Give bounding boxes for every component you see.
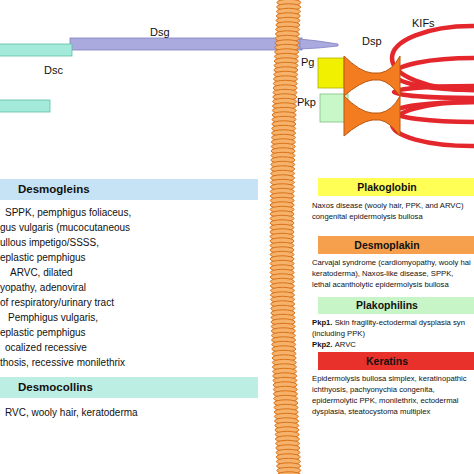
disease-entry: yopathy, adenoviral — [0, 280, 258, 295]
disease-text: congenital epidermolysis bullosa — [312, 212, 423, 221]
disease-text: Pemphigus vulgaris, — [8, 312, 98, 323]
desmoplakin-dimers — [344, 56, 400, 136]
desmoplakin-shape — [344, 96, 400, 136]
panel-body: Naxos disease (wooly hair, PPK, and ARVC… — [312, 200, 473, 222]
plakoglobin-block — [318, 58, 344, 88]
disease-text: ARVC — [335, 340, 356, 349]
disease-entry: thosis, recessive monilethrix — [0, 355, 258, 370]
disease-entry: gus vulgaris (mucocutaneous — [0, 220, 258, 235]
header-band: Desmoplakin — [318, 236, 474, 254]
disease-text: eplastic pemphigus — [0, 327, 86, 338]
part-label: Dsp — [362, 35, 382, 47]
part-label: Pkp — [297, 96, 316, 108]
disease-panel: DesmogleinsSPPK, pemphigus foliaceus, gus… — [0, 179, 258, 371]
disease-text: Naxos disease (wooly hair, PPK, and ARVC… — [312, 201, 464, 210]
panel-heading: Desmogleins — [18, 179, 90, 200]
disease-text: RVC, wooly hair, keratoderma — [5, 407, 138, 418]
panel-body: Carvajal syndrome (cardiomyopathy, wooly… — [312, 257, 473, 290]
part-label: Dsg — [150, 26, 170, 38]
panel-heading: Keratins — [318, 352, 456, 370]
disease-entry: Pkp1.Skin fragility-ectodermal dysplasia… — [312, 317, 473, 339]
header-band: Desmocollins — [0, 377, 258, 398]
cell-membrane — [270, 0, 301, 474]
disease-text: ARVC, dilated — [10, 267, 73, 278]
disease-panel: DesmocollinsRVC, wooly hair, keratoderma — [0, 377, 258, 419]
disease-entry: Pemphigus vulgaris, — [8, 310, 258, 325]
disease-text: ullous impetigo/SSSS, — [0, 237, 99, 248]
desmocollin-bar — [0, 44, 72, 56]
disease-text: Epidermolysis bullosa simplex, keratinop… — [312, 374, 467, 416]
disease-text: of respiratory/urinary tract — [0, 297, 114, 308]
desmocollin-bar — [0, 100, 50, 112]
part-label: Dsc — [44, 64, 63, 76]
disease-entry: Pkp2.ARVC — [312, 339, 473, 350]
desmoglein-bar — [70, 38, 302, 50]
disease-panel: PlakoglobinNaxos disease (wooly hair, PP… — [318, 178, 474, 222]
disease-text: eplastic pemphigus — [0, 252, 86, 263]
panel-heading: Plakophilins — [318, 297, 456, 314]
disease-entry: Carvajal syndrome (cardiomyopathy, wooly… — [312, 257, 473, 290]
disease-panel: KeratinsEpidermolysis bullosa simplex, k… — [318, 352, 474, 418]
disease-text: SPPK, pemphigus foliaceus, — [5, 207, 131, 218]
disease-entry: SPPK, pemphigus foliaceus, — [5, 205, 258, 220]
panel-body: Epidermolysis bullosa simplex, keratinop… — [312, 373, 473, 417]
disease-entry: Epidermolysis bullosa simplex, keratinop… — [312, 373, 473, 417]
header-band: Plakoglobin — [318, 178, 474, 196]
panel-heading: Desmoplakin — [318, 236, 456, 254]
panel-body: SPPK, pemphigus foliaceus, gus vulgaris (… — [0, 205, 258, 370]
disease-text: ocalized recessive — [5, 342, 87, 353]
protein-tag: Pkp1. — [312, 318, 333, 327]
disease-entry: congenital epidermolysis bullosa — [312, 211, 473, 222]
disease-entry: ocalized recessive — [5, 340, 258, 355]
disease-entry: RVC, wooly hair, keratoderma — [5, 405, 258, 420]
header-band: Keratins — [318, 352, 474, 370]
membrane-ring — [277, 472, 301, 474]
desmocollin-bar — [0, 44, 72, 112]
disease-entry: of respiratory/urinary tract — [0, 295, 258, 310]
panel-heading: Plakoglobin — [318, 178, 456, 196]
keratin-filament — [392, 102, 474, 146]
panel-body: RVC, wooly hair, keratoderma — [0, 405, 258, 420]
header-band: Desmogleins — [0, 179, 258, 200]
desmoplakin-shape — [344, 56, 400, 96]
kif-filaments — [392, 26, 474, 146]
disease-entry: ullous impetigo/SSSS, — [0, 235, 258, 250]
desmoglein-tail — [300, 39, 338, 49]
disease-entry: Naxos disease (wooly hair, PPK, and ARVC… — [312, 200, 473, 211]
disease-text: yopathy, adenoviral — [0, 282, 86, 293]
disease-text: Skin fragility-ectodermal dysplasia syn … — [312, 318, 465, 338]
disease-entry: ARVC, dilated — [10, 265, 258, 280]
panel-heading: Desmocollins — [18, 377, 93, 398]
panel-body: Pkp1.Skin fragility-ectodermal dysplasia… — [312, 317, 473, 350]
part-label: Pg — [301, 56, 314, 68]
disease-panel: DesmoplakinCarvajal syndrome (cardiomyop… — [318, 236, 474, 292]
disease-entry: eplastic pemphigus — [0, 325, 258, 340]
disease-panel: PlakophilinsPkp1.Skin fragility-ectoderm… — [318, 297, 474, 349]
header-band: Plakophilins — [318, 297, 474, 314]
part-label: KIFs — [412, 17, 435, 29]
disease-text: thosis, recessive monilethrix — [0, 357, 125, 368]
disease-entry: eplastic pemphigus — [0, 250, 258, 265]
disease-text: gus vulgaris (mucocutaneous — [0, 222, 130, 233]
protein-tag: Pkp2. — [312, 340, 333, 349]
keratin-filament — [394, 86, 474, 98]
disease-text: Carvajal syndrome (cardiomyopathy, wooly… — [312, 258, 471, 289]
